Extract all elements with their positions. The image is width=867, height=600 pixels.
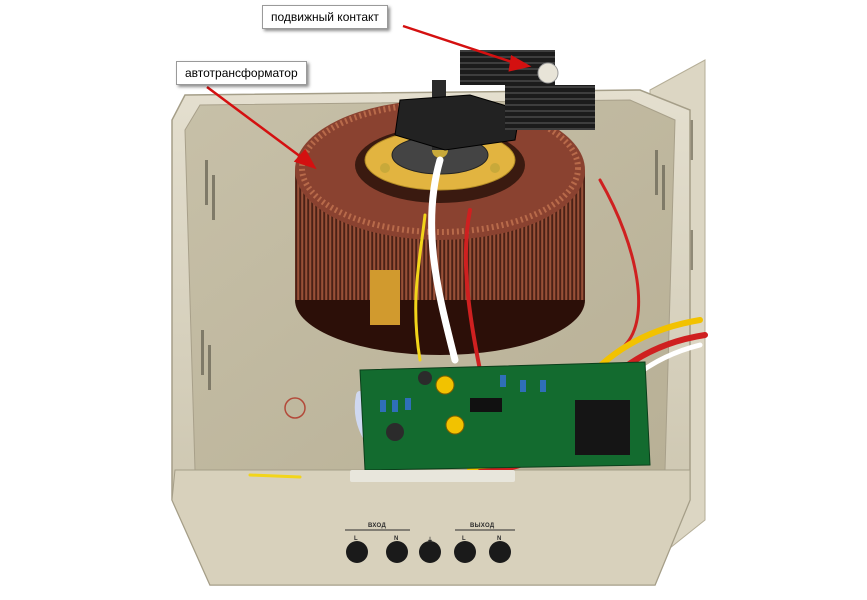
output-label: ВЫХОД: [470, 523, 495, 529]
input-label: ВХОД: [368, 523, 387, 529]
terminal-n-input: N: [394, 536, 399, 542]
socket-icon: [489, 541, 511, 563]
terminal-l-output: L: [462, 536, 466, 542]
terminal-strip: [350, 470, 515, 482]
callout-autotransformer: автотрансформатор: [176, 61, 307, 85]
socket-icon: [386, 541, 408, 563]
socket-icon: [419, 541, 441, 563]
cert-mark-icon: [284, 397, 306, 419]
control-board: [350, 361, 651, 482]
socket-icon: [346, 541, 368, 563]
front-panel-sockets: [345, 529, 515, 563]
socket-icon: [454, 541, 476, 563]
ground-icon: ⏚: [427, 538, 434, 544]
callout-moving-contact: подвижный контакт: [262, 5, 388, 29]
terminal-l-input: L: [354, 536, 358, 542]
insulation-tape: [370, 270, 400, 325]
callout-arrows: [206, 24, 532, 170]
trimmer-pot-icon: [435, 375, 455, 395]
relay: [575, 400, 630, 455]
vent-slots: [201, 150, 665, 390]
terminal-n-output: N: [497, 536, 502, 542]
